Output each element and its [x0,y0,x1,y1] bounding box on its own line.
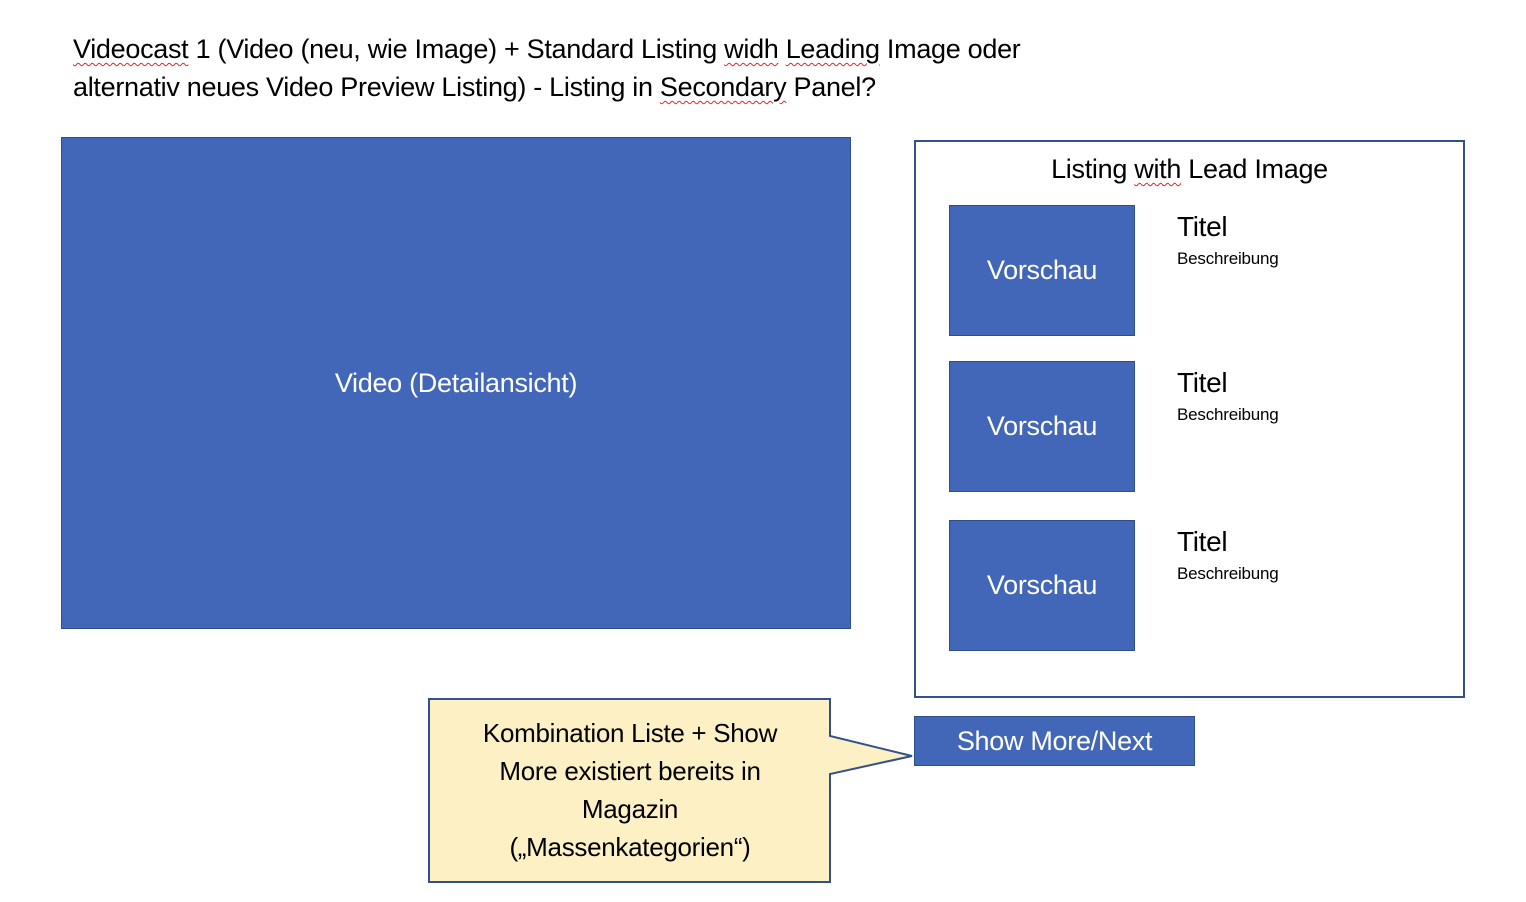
heading-line-2: alternativ neues Video Preview Listing) … [73,68,1173,106]
listing-panel: Listing with Lead Image Vorschau Titel B… [914,140,1465,698]
callout-line: („Massenkategorien“) [509,832,751,862]
preview-thumbnail[interactable]: Vorschau [949,361,1135,492]
heading-text [779,34,786,64]
listing-title-text: Listing [1051,154,1135,184]
item-description: Beschreibung [1177,249,1279,268]
heading-text: widh [724,34,779,64]
thumbnail-label: Vorschau [986,255,1098,285]
heading-text: alternativ neues Video Preview Listing) … [73,72,660,102]
heading-text: Videocast [73,34,189,64]
listing-title-text: with [1134,154,1182,184]
heading-text: Leading [785,34,880,64]
thumbnail-label: Vorschau [986,570,1098,600]
listing-item[interactable]: Vorschau Titel Beschreibung [949,205,1449,337]
callout-line: Magazin [581,794,679,824]
item-title: Titel [1177,526,1228,557]
show-more-button[interactable]: Show More/Next [914,716,1195,766]
heading-text: Panel? [786,72,877,102]
callout-text: Kombination Liste + Show More existiert … [430,714,830,866]
listing-item[interactable]: Vorschau Titel Beschreibung [949,520,1449,652]
item-title: Titel [1177,367,1228,398]
item-title: Titel [1177,211,1228,242]
heading-text: Image oder [879,34,1021,64]
callout-shape [428,698,913,883]
listing-title: Listing with Lead Image [916,154,1463,185]
heading-line-1: Videocast 1 (Video (neu, wie Image) + St… [73,30,1173,68]
heading-text: 1 (Video (neu, wie Image) + Standard Lis… [188,34,725,64]
listing-item[interactable]: Vorschau Titel Beschreibung [949,361,1449,493]
item-description: Beschreibung [1177,405,1279,424]
heading-text: Secondary [659,72,787,102]
item-description: Beschreibung [1177,564,1279,583]
callout-line: Kombination Liste + Show [482,718,778,748]
thumbnail-label: Vorschau [986,411,1098,441]
video-label: Video (Detailansicht) [334,367,578,398]
callout-line: More existiert bereits in [499,756,761,786]
video-detail-box: Video (Detailansicht) [61,137,851,629]
callout-note: Kombination Liste + Show More existiert … [428,698,913,884]
preview-thumbnail[interactable]: Vorschau [949,520,1135,651]
listing-title-text: Lead Image [1181,154,1328,184]
slide-heading: Videocast 1 (Video (neu, wie Image) + St… [73,30,1173,106]
callout-bubble [428,698,913,883]
preview-thumbnail[interactable]: Vorschau [949,205,1135,336]
